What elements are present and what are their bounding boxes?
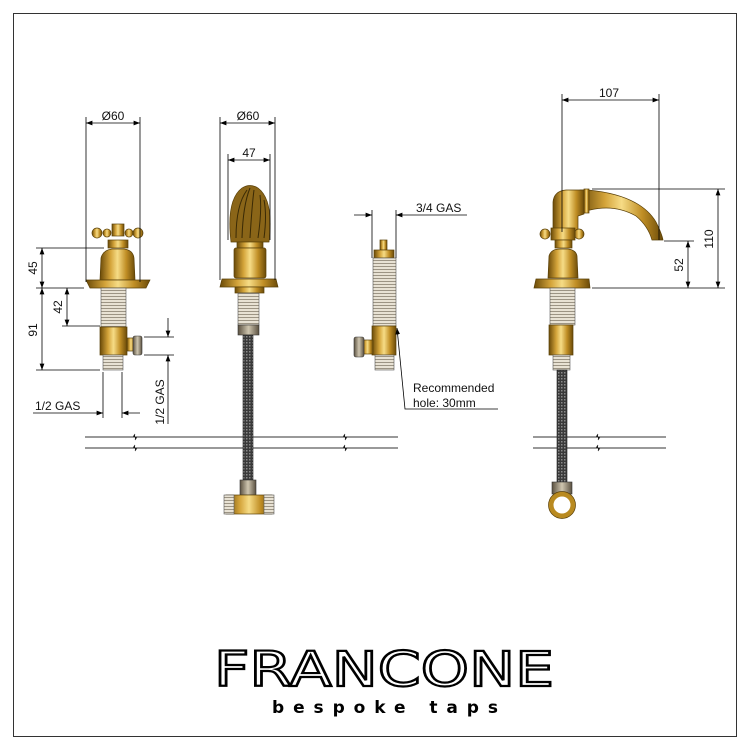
outlet-gas-label: 1/2 GAS [153, 379, 167, 424]
drawing-border [13, 13, 737, 737]
valve-body [233, 247, 267, 279]
flange [219, 278, 279, 288]
spout-elbow [552, 189, 585, 233]
thread-label: 3/4 GAS [416, 201, 461, 215]
connector-ring [548, 491, 576, 519]
diameter-label: Ø60 [102, 109, 125, 123]
handle-hub [550, 227, 576, 241]
outlet-nut [132, 335, 143, 356]
spout-arm [579, 189, 664, 241]
handle-knob [91, 227, 103, 239]
flange [85, 279, 151, 289]
brand-name: FRANCONE [214, 642, 554, 698]
hose-nut [237, 324, 260, 336]
threaded-stem [237, 292, 260, 326]
height-stem-label: 42 [51, 300, 65, 314]
flange [533, 278, 591, 289]
countertop-lines [85, 433, 666, 452]
flexible-hose [242, 334, 254, 481]
note-line2: hole: 30mm [413, 396, 476, 410]
threaded-stem [549, 287, 576, 326]
handle-hub [111, 223, 125, 237]
threaded-stem [100, 287, 127, 328]
knob-width-label: 47 [242, 146, 256, 160]
cross-valve-view: Ø60 45 91 42 1/2 GAS 1/2 GAS [26, 109, 174, 425]
valve-block [371, 325, 397, 356]
brand-tagline: bespoke taps [272, 698, 498, 718]
threaded-body [372, 257, 397, 327]
concealed-valve-view: 3/4 GAS Recommended hole: 30mm [353, 201, 498, 410]
height-top-label: 45 [26, 261, 40, 275]
knob-valve-view: Ø60 47 [219, 109, 279, 515]
inlet-thread [102, 354, 124, 371]
spout-view: 107 110 52 [533, 86, 725, 519]
height-label: 110 [702, 229, 716, 248]
flexible-hose [556, 369, 568, 483]
reach-label: 107 [599, 86, 619, 100]
inlet-gas-label: 1/2 GAS [35, 399, 80, 413]
valve-block [99, 326, 128, 356]
height-total-label: 91 [26, 323, 40, 337]
diameter-label: Ø60 [237, 109, 260, 123]
outlet-height-label: 52 [672, 258, 686, 272]
brand-logo: FRANCONE bespoke taps [213, 641, 555, 718]
valve-body [99, 248, 136, 281]
spout-body [547, 248, 579, 279]
note-line1: Recommended [413, 381, 494, 395]
